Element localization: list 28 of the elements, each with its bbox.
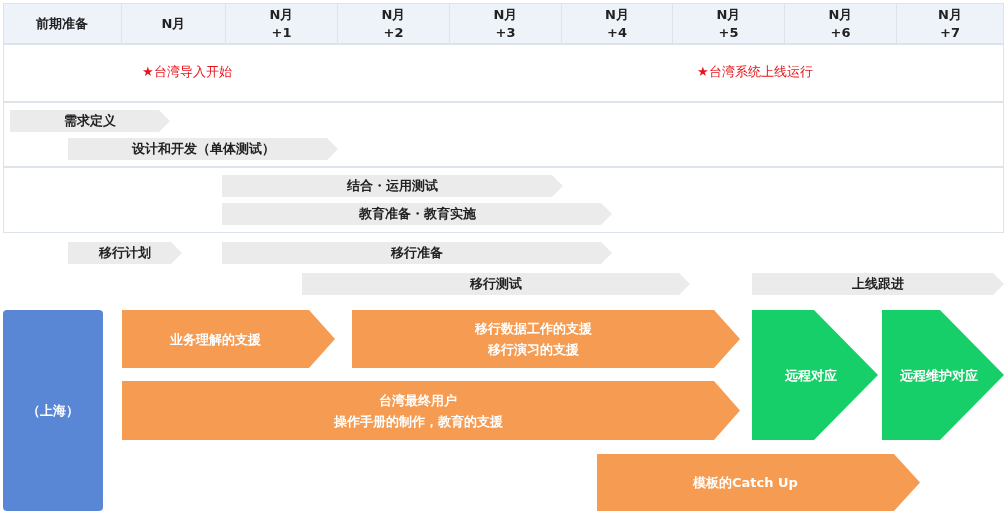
bar-label: 移行计划	[99, 244, 151, 262]
bar-label: 模板的Catch Up	[693, 474, 798, 492]
column-header: N月	[122, 3, 226, 44]
bar-label: 业务理解的支援	[170, 330, 261, 349]
bar-label: 移行测试	[470, 275, 522, 293]
column-header: 前期准备	[3, 3, 122, 44]
column-header: N月 +5	[673, 3, 785, 44]
bar-label: 需求定义	[64, 112, 116, 130]
bar-label: 远程对应	[785, 366, 837, 385]
milestone-note: ★台湾系统上线运行	[697, 63, 813, 81]
bar-label: 上线跟进	[852, 275, 904, 293]
bar-label: 移行演习的支援	[487, 341, 579, 359]
bar-label: 结合・运用测试	[347, 177, 438, 195]
bar-label: 移行准备	[391, 244, 443, 262]
column-header: N月 +4	[562, 3, 673, 44]
column-header: N月 +2	[338, 3, 450, 44]
bar-label: 操作手册的制作，教育的支援	[333, 412, 503, 431]
column-header: N月 +3	[450, 3, 562, 44]
bar-label: 远程维护对应	[900, 366, 978, 385]
column-header: N月 +6	[785, 3, 897, 44]
column-header: N月 +1	[226, 3, 338, 44]
bar-label: 移行数据工作的支援	[474, 320, 592, 338]
bar-label: （上海）	[27, 402, 79, 420]
bar-label: 台湾最终用户	[379, 391, 457, 410]
milestone-note: ★台湾导入开始	[142, 63, 232, 81]
column-header: N月 +7	[897, 3, 1004, 44]
bar-label: 教育准备・教育实施	[358, 205, 476, 223]
bar-label: 设计和开发（单体测试）	[131, 140, 275, 158]
